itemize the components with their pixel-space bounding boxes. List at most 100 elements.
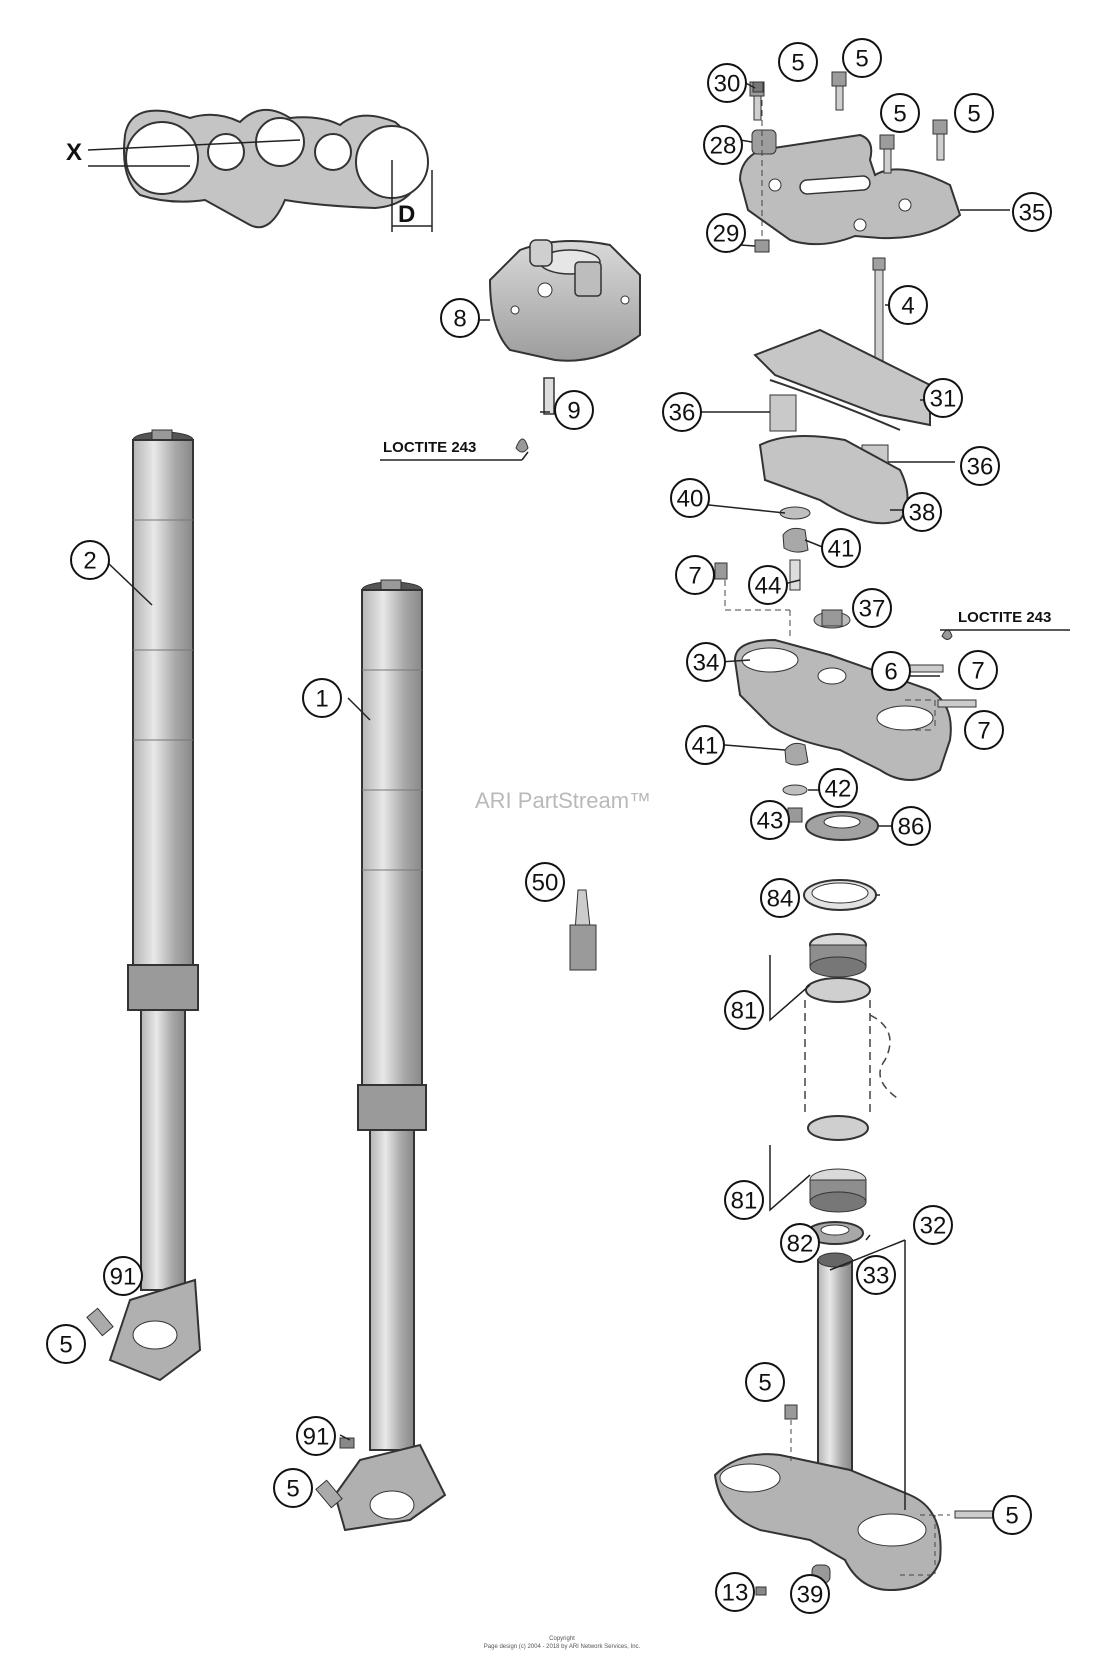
seal-part-82	[806, 1221, 864, 1245]
callout-circle	[715, 1572, 755, 1612]
callout-91: 91	[103, 1256, 143, 1296]
callout-number: 91	[303, 1424, 330, 1451]
callout-28: 28	[703, 125, 743, 165]
callout-9: 9	[554, 390, 594, 430]
steering-stem-part-33	[817, 1252, 853, 1481]
callout-circle	[913, 1205, 953, 1245]
callout-circle	[891, 806, 931, 846]
callout-number: 32	[920, 1213, 947, 1240]
callout-42: 42	[818, 768, 858, 808]
callout-number: 82	[787, 1231, 814, 1258]
callout-84: 84	[760, 878, 800, 918]
upper-triple-clamp-part-34	[724, 580, 1070, 781]
callout-5: 5	[880, 93, 920, 133]
callout-circle	[902, 492, 942, 532]
upper-bearing-part-81	[805, 933, 871, 1003]
callout-number: 30	[714, 71, 741, 98]
callout-36: 36	[662, 392, 702, 432]
callout-number: 40	[677, 486, 704, 513]
callout-number: 38	[909, 500, 936, 527]
callout-number: 81	[731, 998, 758, 1025]
callout-number: 84	[767, 886, 794, 913]
bar-clamp-part-31	[753, 328, 931, 431]
callout-circle	[790, 1574, 830, 1614]
callout-number: 5	[286, 1476, 299, 1503]
callout-5: 5	[745, 1362, 785, 1402]
callout-8: 8	[440, 298, 480, 338]
callout-33: 33	[856, 1255, 896, 1295]
loctite-note-left: LOCTITE 243	[383, 439, 476, 456]
callout-number: 5	[967, 101, 980, 128]
callout-number: 5	[59, 1332, 72, 1359]
ring-part-84	[803, 879, 877, 911]
fork-leg-part-2	[86, 429, 202, 1382]
clamp-dimension-sketch: X D	[66, 109, 433, 232]
callout-number: 5	[855, 46, 868, 73]
callout-31: 31	[923, 378, 963, 418]
callout-circle	[302, 678, 342, 718]
callout-number: 29	[713, 221, 740, 248]
washer-bushing-pin-group	[714, 506, 811, 591]
dimension-x-label: X	[66, 139, 82, 166]
bushing-washer-nut-group	[782, 742, 809, 823]
callout-number: 7	[971, 658, 984, 685]
callout-40: 40	[670, 478, 710, 518]
callout-circle	[880, 93, 920, 133]
callout-7: 7	[964, 710, 1004, 750]
callout-number: 44	[755, 573, 782, 600]
callout-circle	[46, 1324, 86, 1364]
copyright-line-1: Copyright	[549, 1636, 575, 1642]
callout-circle	[760, 878, 800, 918]
callout-6: 6	[871, 651, 911, 691]
callout-number: 7	[977, 718, 990, 745]
callout-5: 5	[842, 38, 882, 78]
callout-81: 81	[724, 990, 764, 1030]
callout-number: 34	[693, 650, 720, 677]
frame-steering-head	[804, 1000, 901, 1115]
callout-34: 34	[686, 642, 726, 682]
loctite-note-right: LOCTITE 243	[958, 609, 1051, 626]
callout-number: 4	[901, 293, 914, 320]
callout-number: 7	[688, 563, 701, 590]
callout-38: 38	[902, 492, 942, 532]
stem-nut-part-37	[813, 609, 851, 629]
callout-50: 50	[525, 862, 565, 902]
callout-circle	[724, 1180, 764, 1220]
callout-circle	[750, 800, 790, 840]
callout-13: 13	[715, 1572, 755, 1612]
callout-7: 7	[675, 555, 715, 595]
callout-circle	[923, 378, 963, 418]
callout-circle	[778, 42, 818, 82]
callout-circle	[685, 725, 725, 765]
callout-number: 86	[898, 814, 925, 841]
long-bolt-part-4	[872, 257, 886, 363]
callout-circle	[440, 298, 480, 338]
callout-5: 5	[954, 93, 994, 133]
bolts-top-group	[749, 71, 948, 253]
callout-circle	[706, 213, 746, 253]
callout-39: 39	[790, 1574, 830, 1614]
callout-number: 36	[967, 454, 994, 481]
callout-number: 42	[825, 776, 852, 803]
callout-circle	[821, 528, 861, 568]
callout-circle	[296, 1416, 336, 1456]
callout-number: 35	[1019, 200, 1046, 227]
callout-81: 81	[724, 1180, 764, 1220]
callout-number: 1	[315, 686, 328, 713]
callout-1: 1	[302, 678, 342, 718]
callout-number: 5	[1005, 1503, 1018, 1530]
callout-29: 29	[706, 213, 746, 253]
callout-7: 7	[958, 650, 998, 690]
callout-circle	[70, 540, 110, 580]
copyright-line-2: Page design (c) 2004 - 2018 by ARI Netwo…	[484, 1644, 641, 1650]
callout-circle	[670, 478, 710, 518]
callout-circle	[748, 565, 788, 605]
steering-damper-part-8	[488, 239, 641, 362]
callout-35: 35	[1012, 192, 1052, 232]
handlebar-mount-plate-part-35	[738, 133, 962, 246]
callout-number: 6	[884, 659, 897, 686]
callout-number: 33	[863, 1263, 890, 1290]
callout-number: 5	[791, 50, 804, 77]
callout-number: 91	[110, 1264, 137, 1291]
